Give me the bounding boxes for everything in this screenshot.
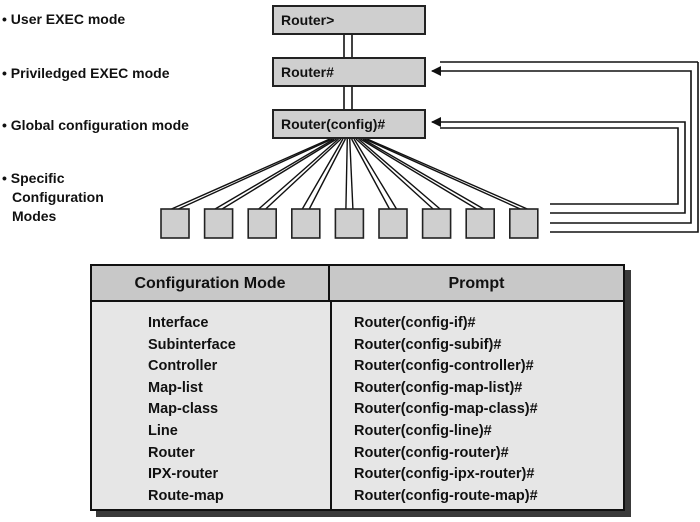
prompt-cell: Router(config-map-class)# [354, 401, 538, 418]
return-arrow-to-global [431, 117, 686, 214]
fan-line [265, 138, 342, 210]
specific-mode-box [203, 208, 234, 239]
specific-mode-box [465, 208, 496, 239]
fan-line [364, 138, 521, 210]
mode-cell: Line [148, 422, 178, 439]
priviledged-exec-label: • Priviledged EXEC mode [2, 65, 170, 81]
fan-line [351, 138, 391, 210]
prompt-cell: Router(config-if)# [354, 315, 476, 331]
fan-line [358, 138, 441, 210]
specific-mode-boxes [160, 208, 539, 239]
mode-cell: Router [148, 444, 195, 461]
specific-config-label: • Specific Configuration Modes [2, 170, 104, 224]
vertical-connectors [343, 35, 353, 110]
mode-cell: IPX-router [148, 466, 219, 483]
fan-line [178, 138, 333, 210]
specific-mode-box [160, 208, 190, 239]
column-divider [330, 302, 332, 509]
prompt-cell: Router(config-line)# [354, 422, 492, 439]
prompt-cell: Router(config-controller)# [354, 358, 534, 375]
fan-line [308, 138, 346, 210]
fan-line [349, 138, 354, 210]
specific-mode-box [508, 208, 539, 239]
return-arrows [431, 61, 699, 233]
fan-connectors [171, 138, 528, 210]
global-config-label: • Global configuration mode [2, 117, 189, 133]
user-exec-prompt-box: Router> [272, 5, 426, 35]
specific-mode-box [334, 208, 365, 239]
fan-line [355, 138, 434, 210]
prompt-cell: Router(config-route-map)# [354, 487, 538, 504]
priviledged-exec-prompt-box: Router# [272, 57, 426, 87]
specific-mode-box [247, 208, 277, 239]
fan-line [362, 138, 485, 210]
prompt-column: Router(config-if)# Router(config-subif)#… [354, 313, 538, 507]
header-prompt: Prompt [330, 266, 623, 302]
mode-cell: Subinterface [148, 336, 236, 353]
return-arrow-to-priviledged [431, 66, 692, 224]
fan-line [345, 138, 348, 210]
fan-line [258, 138, 339, 210]
mode-cell: Controller [148, 358, 218, 375]
prompt-cell: Router(config-ipx-router)# [354, 466, 535, 483]
mode-cell: Route-map [148, 487, 224, 504]
specific-mode-box [378, 208, 408, 239]
user-exec-label: • User EXEC mode [2, 11, 126, 27]
header-configuration-mode: Configuration Mode [92, 266, 330, 302]
fan-line [366, 138, 528, 210]
fan-line [301, 138, 344, 210]
fan-line [353, 138, 398, 210]
fan-line [221, 138, 337, 210]
fan-line [360, 138, 478, 210]
fan-line [214, 138, 335, 210]
config-mode-table: Configuration Mode Prompt Interface Subi… [90, 264, 625, 511]
mode-cell: Interface [148, 315, 209, 331]
specific-mode-box [421, 208, 452, 239]
mode-cell: Map-list [148, 379, 203, 396]
global-config-prompt-box: Router(config)# [272, 109, 426, 139]
mode-cell: Map-class [148, 401, 219, 418]
prompt-cell: Router(config-router)# [354, 444, 509, 461]
prompt-cell: Router(config-map-list)# [354, 379, 523, 396]
mode-column: Interface Subinterface Controller Map-li… [148, 313, 236, 507]
fan-line [171, 138, 331, 210]
specific-mode-box [290, 208, 321, 239]
prompt-cell: Router(config-subif)# [354, 336, 502, 353]
